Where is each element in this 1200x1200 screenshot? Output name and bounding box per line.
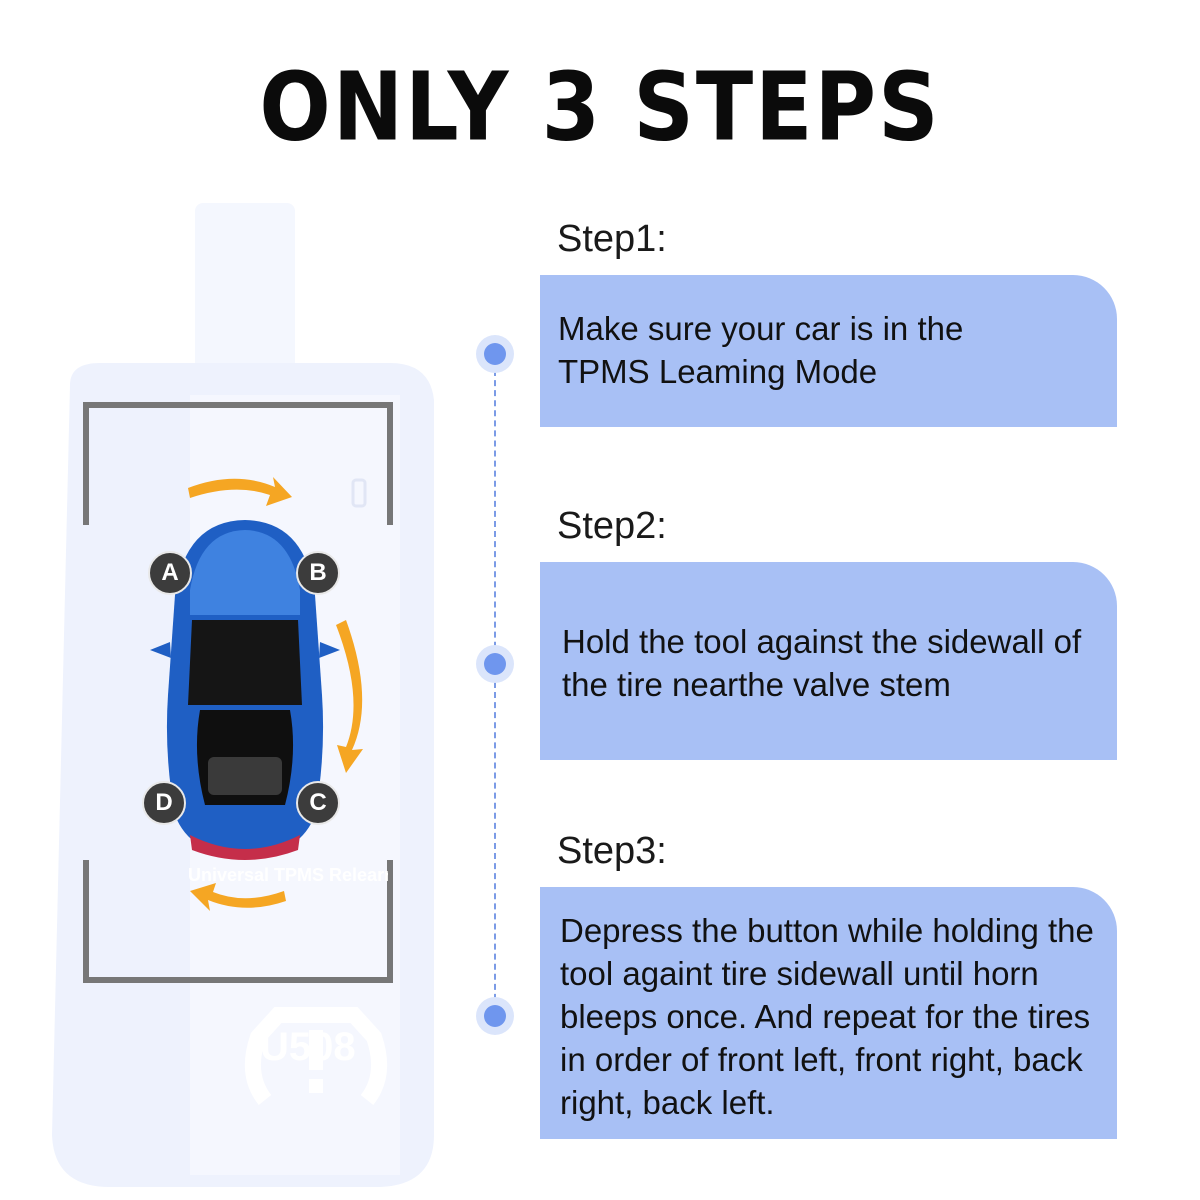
- step1-heading: Step1:: [557, 218, 667, 260]
- step2-text: Hold the tool against the sidewall of th…: [562, 623, 1082, 703]
- step3-text: Depress the button while holding the too…: [560, 912, 1094, 1121]
- step1-box: Make sure your car is in the TPMS Leamin…: [540, 275, 1117, 427]
- step2-heading: Step2:: [557, 505, 667, 547]
- device-model-label: U508: [260, 1025, 356, 1069]
- timeline-dot-3: [476, 997, 514, 1035]
- tpms-tool-body: [52, 203, 434, 1187]
- wheel-badge-d: D: [142, 781, 186, 825]
- step3-box: Depress the button while holding the too…: [540, 887, 1117, 1139]
- step1-text: Make sure your car is in the TPMS Leamin…: [558, 310, 964, 390]
- page-title: ONLY 3 STEPS: [259, 52, 941, 162]
- timeline-dot-2: [476, 645, 514, 683]
- step2-box: Hold the tool against the sidewall of th…: [540, 562, 1117, 760]
- wheel-badge-a: A: [148, 551, 192, 595]
- timeline-dot-1: [476, 335, 514, 373]
- rotation-arrows: [188, 477, 363, 911]
- tpms-tool-illustration: A B C D Universal TPMS Relearn U508: [30, 195, 460, 1195]
- step3-heading: Step3:: [557, 830, 667, 872]
- tpms-warning-icon: [244, 1007, 388, 1105]
- wheel-badge-c: C: [296, 781, 340, 825]
- car-top-view-icon: [150, 520, 340, 860]
- device-screen-text: Universal TPMS Relearn: [188, 865, 388, 885]
- wheel-badge-b: B: [296, 551, 340, 595]
- timeline-line: [494, 360, 496, 1020]
